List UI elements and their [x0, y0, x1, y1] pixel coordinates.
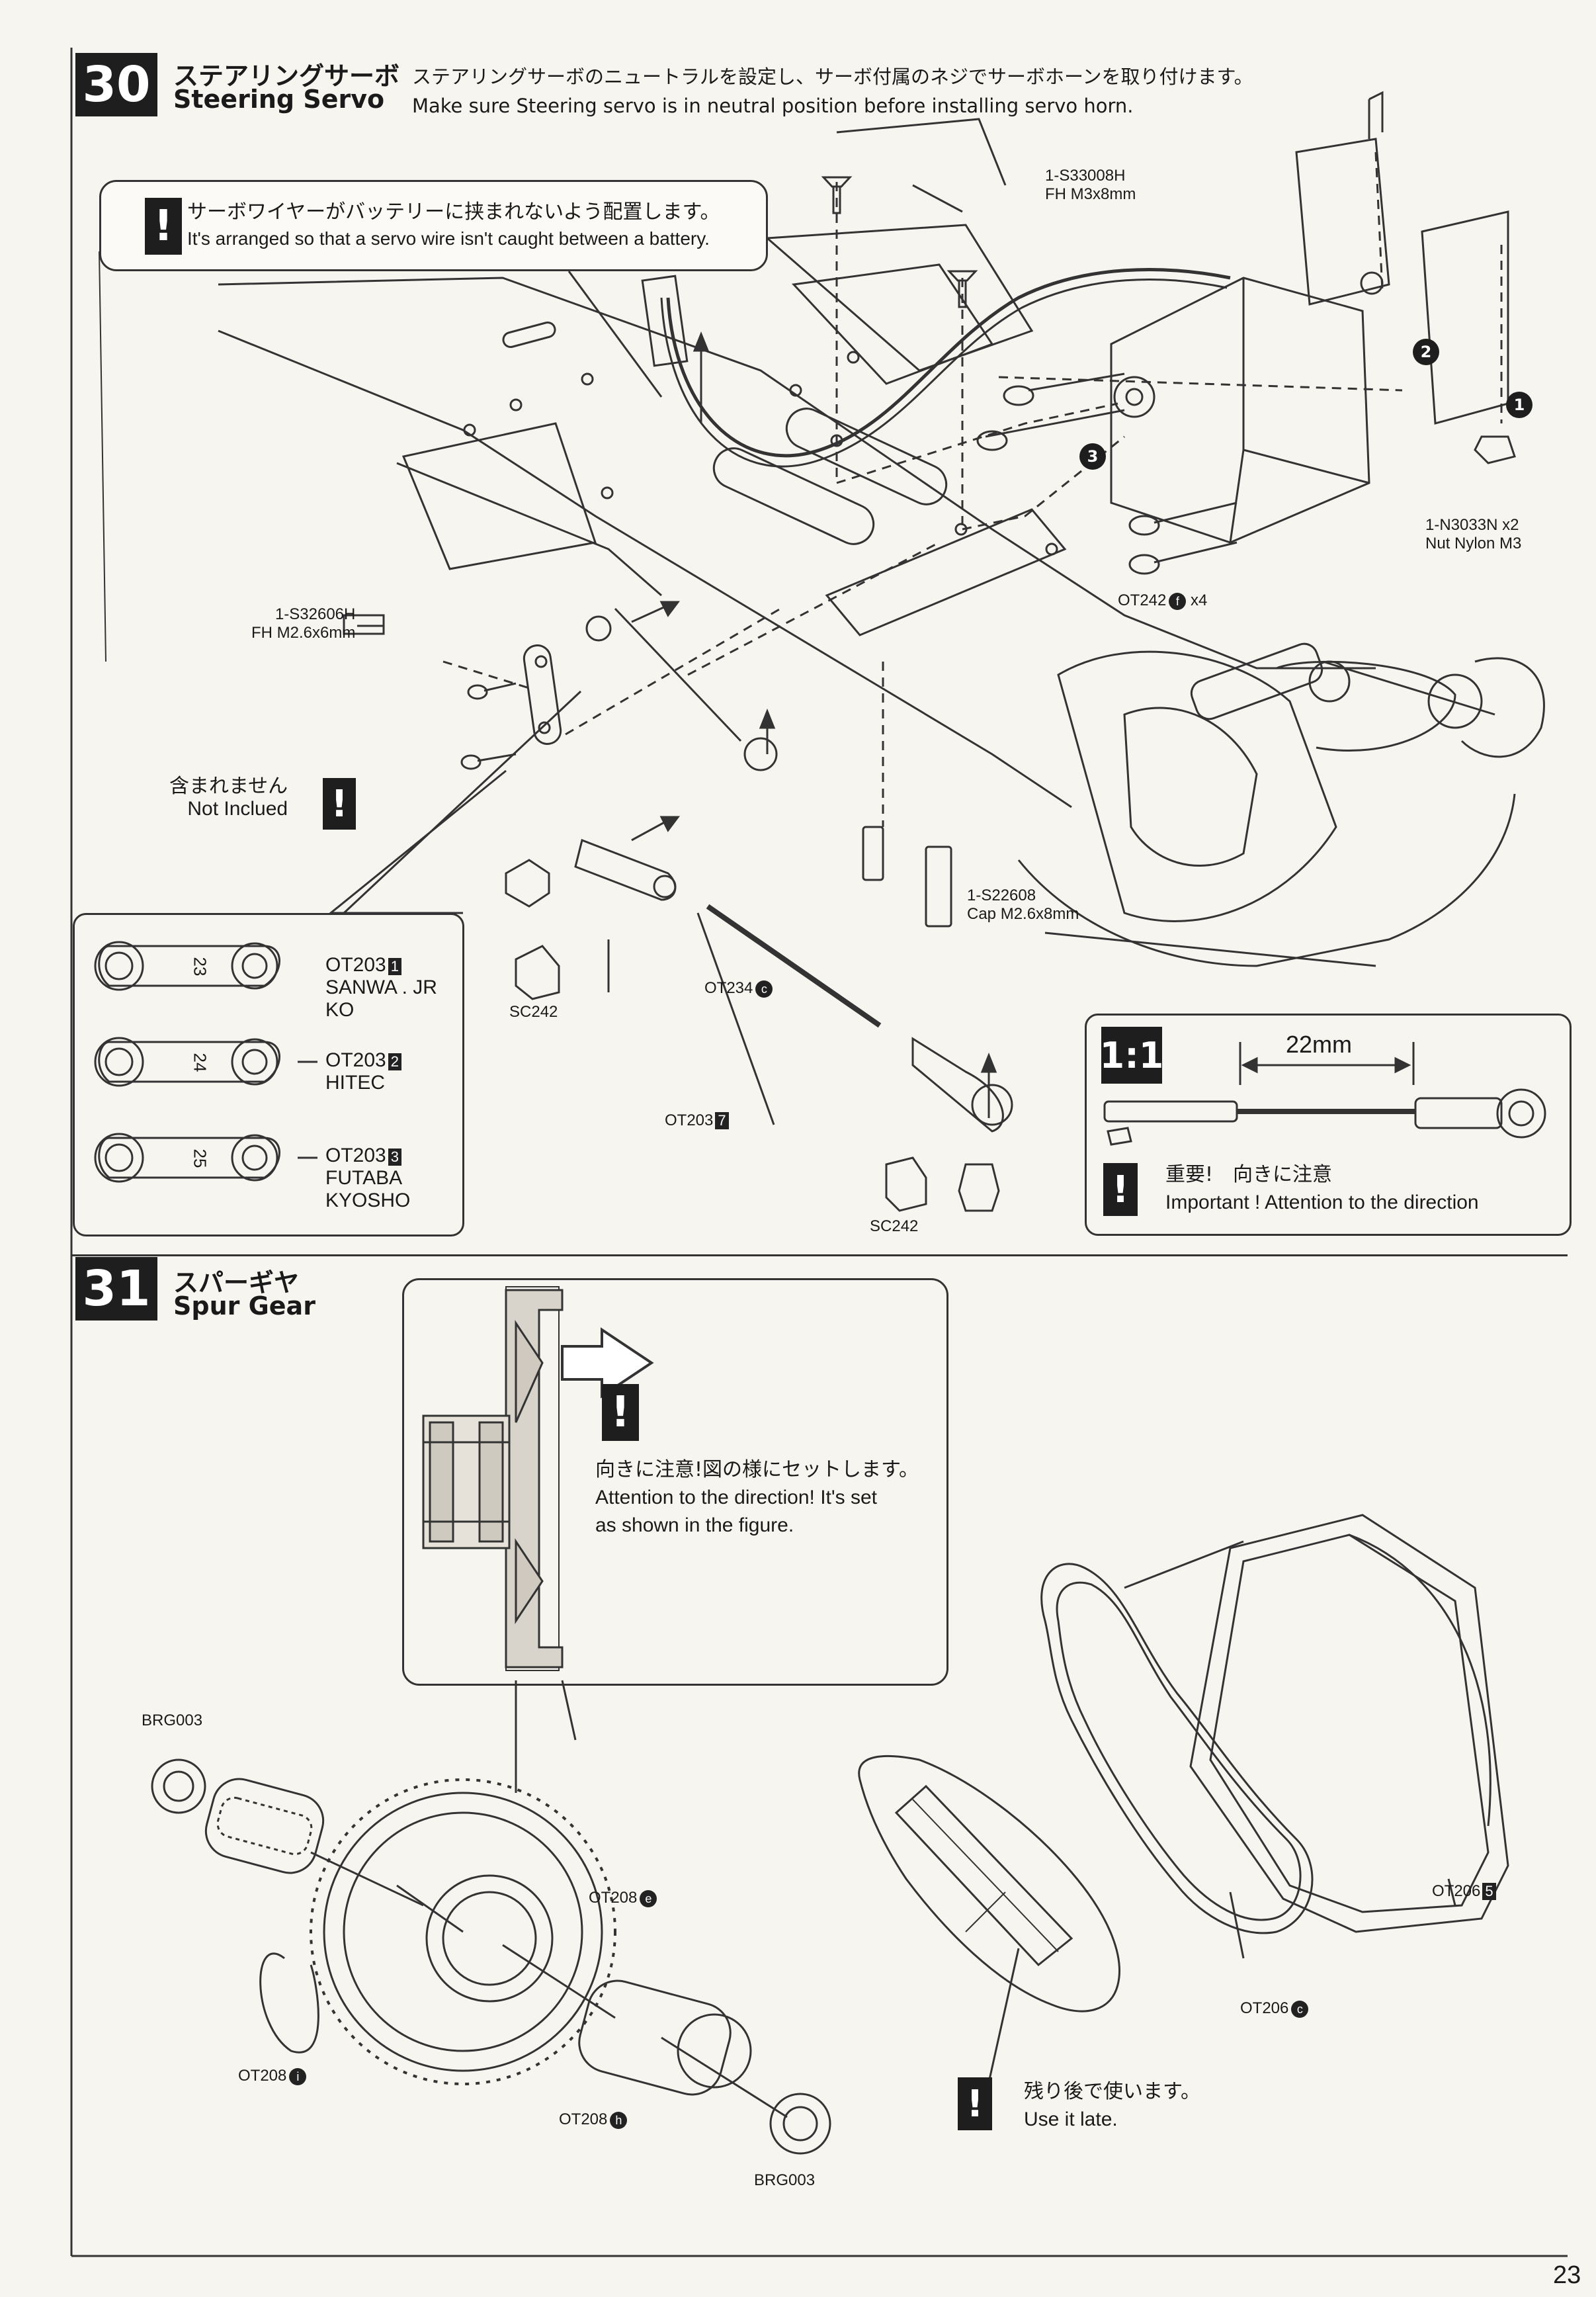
- wire-note-callout: ! サーボワイヤーがバッテリーに挟まれないよう配置します。 It's arran…: [99, 180, 768, 271]
- part-label-brg003-a: BRG003: [142, 1712, 203, 1729]
- scale-box: [1085, 1014, 1572, 1236]
- servo-horn-box: [73, 913, 464, 1236]
- warning-icon: !: [145, 198, 182, 255]
- wire-note-en: It's arranged so that a servo wire isn't…: [187, 228, 710, 249]
- part-label-sc242-b: SC242: [870, 1217, 919, 1235]
- step-badge-2: 2: [1413, 339, 1439, 365]
- important-en: Important ! Attention to the direction: [1165, 1192, 1479, 1213]
- step-30-desc-en: Make sure Steering servo is in neutral p…: [412, 95, 1134, 117]
- scale-badge: 1:1: [1100, 1027, 1163, 1084]
- not-included-label: 含まれません Not Inclued: [169, 775, 288, 820]
- direction-en-1: Attention to the direction! It's set: [595, 1487, 877, 1508]
- use-later-jp: 残り後で使います。: [1024, 2080, 1200, 2103]
- direction-warning-icon: !: [602, 1384, 639, 1441]
- part-label-s33008h: 1-S33008H FH M3x8mm: [1045, 167, 1136, 203]
- wire-note-jp: サーボワイヤーがバッテリーに挟まれないよう配置します。: [187, 200, 720, 224]
- part-label-s22608: 1-S22608 Cap M2.6x8mm: [967, 887, 1079, 923]
- part-label-s32606h: 1-S32606H FH M2.6x6mm: [251, 605, 356, 642]
- horn-arm-number-3: 25: [190, 1148, 210, 1168]
- not-included-warning-icon: !: [323, 778, 356, 830]
- direction-en-2: as shown in the figure.: [595, 1514, 794, 1536]
- step-30-title-en: Steering Servo: [173, 85, 385, 114]
- page-number: 23: [1553, 2261, 1581, 2289]
- step-badge-3: 3: [1079, 443, 1106, 470]
- step-badge-1: 1: [1506, 392, 1533, 418]
- part-label-sc242-a: SC242: [509, 1003, 558, 1021]
- link-length-label: 22mm: [1286, 1031, 1353, 1058]
- horn-arm-number-1: 23: [190, 957, 210, 976]
- step-divider: [71, 1254, 1568, 1256]
- part-label-brg003-b: BRG003: [754, 2171, 816, 2189]
- important-warning-icon: !: [1103, 1163, 1138, 1216]
- step-30-number: 30: [75, 53, 157, 116]
- part-label-n3033n: 1-N3033N x2 Nut Nylon M3: [1425, 516, 1522, 552]
- use-later-en: Use it late.: [1024, 2108, 1118, 2130]
- important-jp: 重要! 向きに注意: [1165, 1163, 1333, 1186]
- direction-callout: [402, 1278, 948, 1686]
- direction-jp: 向きに注意!図の様にセットします。: [595, 1458, 919, 1481]
- step-30-desc-jp: ステアリングサーボのニュートラルを設定し、サーボ付属のネジでサーボホーンを取り付…: [412, 65, 1253, 88]
- step-31-number: 31: [75, 1257, 157, 1321]
- horn-arm-number-2: 24: [190, 1053, 210, 1072]
- step-31-title-en: Spur Gear: [173, 1291, 315, 1321]
- step-31-title-jp: スパーギヤ: [173, 1268, 300, 1297]
- use-later-warning-icon: !: [958, 2077, 992, 2130]
- step-30-title-jp: ステアリングサーボ: [173, 62, 400, 91]
